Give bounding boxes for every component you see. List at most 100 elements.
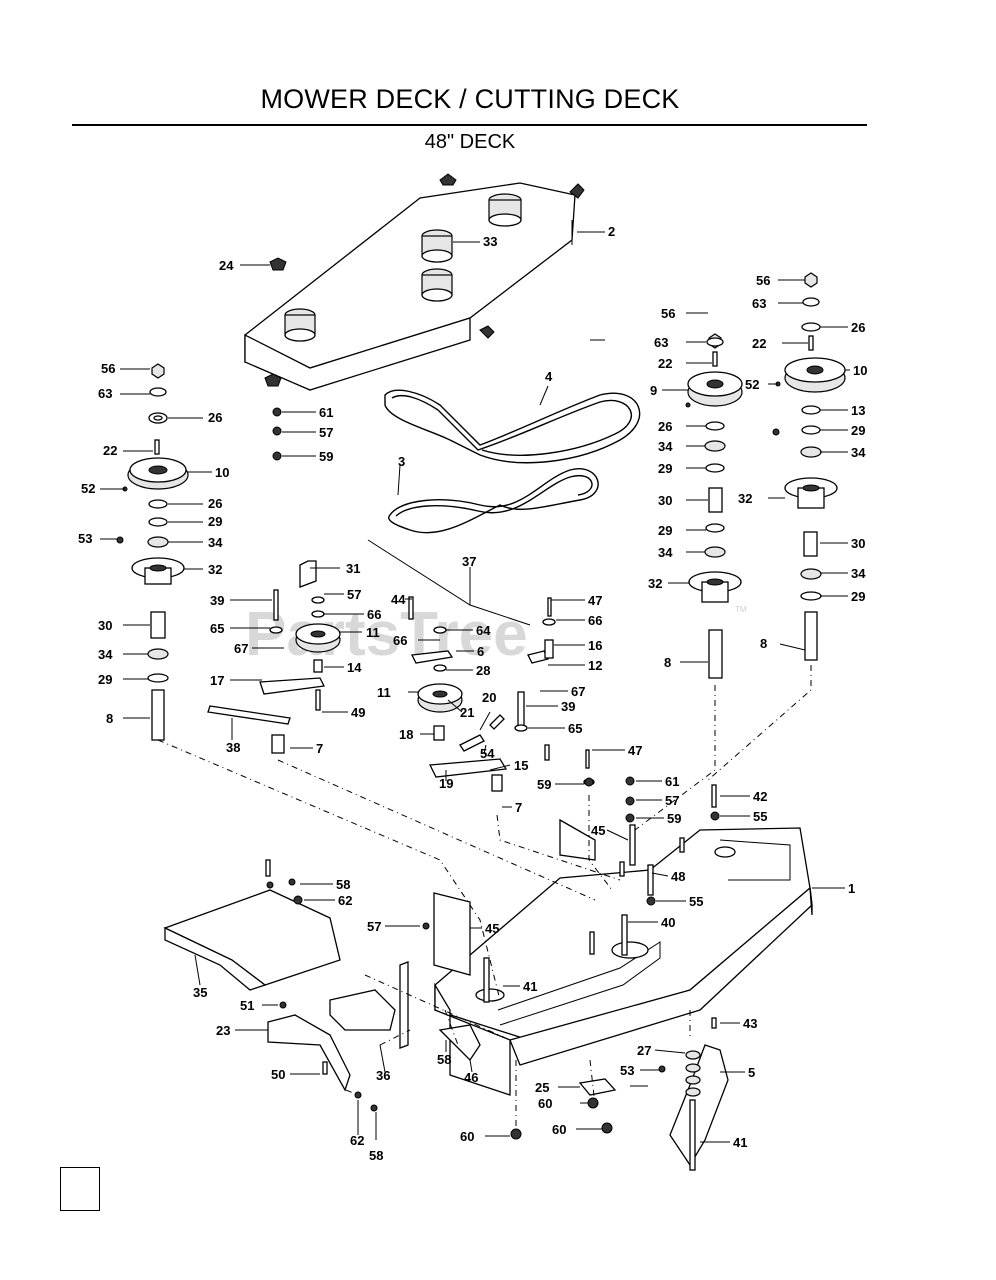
callout-29b: 29 <box>98 672 112 687</box>
callout-23: 23 <box>216 1023 230 1038</box>
svg-text:29: 29 <box>851 589 865 604</box>
callout-28: 28 <box>476 663 490 678</box>
callout-45b: 45 <box>485 921 499 936</box>
watermark-tm: TM <box>735 605 747 614</box>
callout-21: 21 <box>460 705 474 720</box>
callout-56c: 56 <box>756 273 770 288</box>
callout-26c: 26 <box>658 419 672 434</box>
callout-59a: 59 <box>319 449 333 464</box>
callout-34c: 34 <box>658 439 673 454</box>
callout-6: 6 <box>477 644 484 659</box>
center-spindle-assembly[interactable] <box>685 333 743 679</box>
idler-assembly-center[interactable] <box>367 539 595 792</box>
callout-51: 51 <box>240 998 254 1013</box>
callout-10b: 10 <box>853 363 867 378</box>
callout-30a: 30 <box>98 618 112 633</box>
callout-3: 3 <box>398 454 405 469</box>
callout-4: 4 <box>545 369 553 384</box>
belt-4[interactable] <box>384 389 641 464</box>
callout-8b: 8 <box>664 655 671 670</box>
callout-26a: 26 <box>208 410 222 425</box>
callout-58c: 58 <box>369 1148 383 1163</box>
callout-56a: 56 <box>101 361 115 376</box>
callout-65b: 65 <box>568 721 582 736</box>
callout-37: 37 <box>462 554 476 569</box>
left-spindle-assembly[interactable] <box>116 363 189 741</box>
callout-57c: 57 <box>665 793 679 808</box>
callout-56b: 56 <box>661 306 675 321</box>
callout-39b: 39 <box>561 699 575 714</box>
callout-9: 9 <box>650 383 657 398</box>
callout-35: 35 <box>193 985 207 1000</box>
callout-34f: 34 <box>851 566 866 581</box>
idler-assembly-left[interactable] <box>207 560 341 754</box>
callout-57b: 57 <box>347 587 361 602</box>
callout-41a: 41 <box>523 979 537 994</box>
callout-8a: 8 <box>106 711 113 726</box>
callout-65a: 65 <box>210 621 224 636</box>
callout-54: 54 <box>480 746 495 761</box>
mower-blade[interactable] <box>578 1044 729 1171</box>
callout-29a: 29 <box>208 514 222 529</box>
callout-16: 16 <box>588 638 602 653</box>
callout-43: 43 <box>743 1016 757 1031</box>
callout-57a: 57 <box>319 425 333 440</box>
callout-7a: 7 <box>316 741 323 756</box>
callout-63b: 63 <box>654 335 668 350</box>
callout-46: 46 <box>464 1070 478 1085</box>
callout-41b: 41 <box>733 1135 747 1150</box>
callout-59b: 59 <box>537 777 551 792</box>
discharge-chute[interactable] <box>163 859 341 991</box>
callout-39a: 39 <box>210 593 224 608</box>
hardware-fasteners <box>272 407 720 1140</box>
callout-38: 38 <box>226 740 240 755</box>
callout-33: 33 <box>483 234 497 249</box>
callout-22b: 22 <box>658 356 672 371</box>
watermark: PartsTree <box>245 600 528 669</box>
callout-30b: 30 <box>658 493 672 508</box>
callout-19: 19 <box>439 776 453 791</box>
callout-14: 14 <box>347 660 362 675</box>
callout-53b: 53 <box>620 1063 634 1078</box>
callout-42: 42 <box>753 789 767 804</box>
callout-11b: 11 <box>377 685 391 700</box>
callout-5: 5 <box>748 1065 755 1080</box>
callout-67a: 67 <box>234 641 248 656</box>
callout-34d: 34 <box>658 545 673 560</box>
callout-31: 31 <box>346 561 360 576</box>
belt-3[interactable] <box>388 468 599 534</box>
callout-8c: 8 <box>760 636 767 651</box>
callout-1: 1 <box>848 881 855 896</box>
callout-61b: 61 <box>665 774 679 789</box>
leader-lines <box>100 231 850 1143</box>
callout-63a: 63 <box>98 386 112 401</box>
mower-deck-shell[interactable] <box>434 818 813 1096</box>
callout-29d: 29 <box>658 523 672 538</box>
callout-66a: 66 <box>367 607 381 622</box>
callout-11a: 11 <box>366 625 380 640</box>
callout-32a: 32 <box>208 562 222 577</box>
callout-34a: 34 <box>208 535 223 550</box>
deck-cover[interactable] <box>244 173 585 391</box>
callout-36: 36 <box>376 1068 390 1083</box>
callout-47a: 47 <box>588 593 602 608</box>
callout-29c: 29 <box>658 461 672 476</box>
deck-brackets[interactable] <box>267 892 481 1112</box>
callout-66b: 66 <box>393 633 407 648</box>
callout-24: 24 <box>219 258 234 273</box>
right-spindle-assembly[interactable] <box>772 272 846 661</box>
title-divider <box>72 124 867 126</box>
callout-32b: 32 <box>648 576 662 591</box>
callout-61a: 61 <box>319 405 333 420</box>
callout-7b: 7 <box>515 800 522 815</box>
callout-50: 50 <box>271 1067 285 1082</box>
callout-66c: 66 <box>588 613 602 628</box>
callout-62b: 62 <box>350 1133 364 1148</box>
callout-63c: 63 <box>752 296 766 311</box>
callout-55a: 55 <box>753 809 767 824</box>
callout-15: 15 <box>514 758 528 773</box>
callout-64: 64 <box>476 623 491 638</box>
callout-67b: 67 <box>571 684 585 699</box>
callout-10a: 10 <box>215 465 229 480</box>
